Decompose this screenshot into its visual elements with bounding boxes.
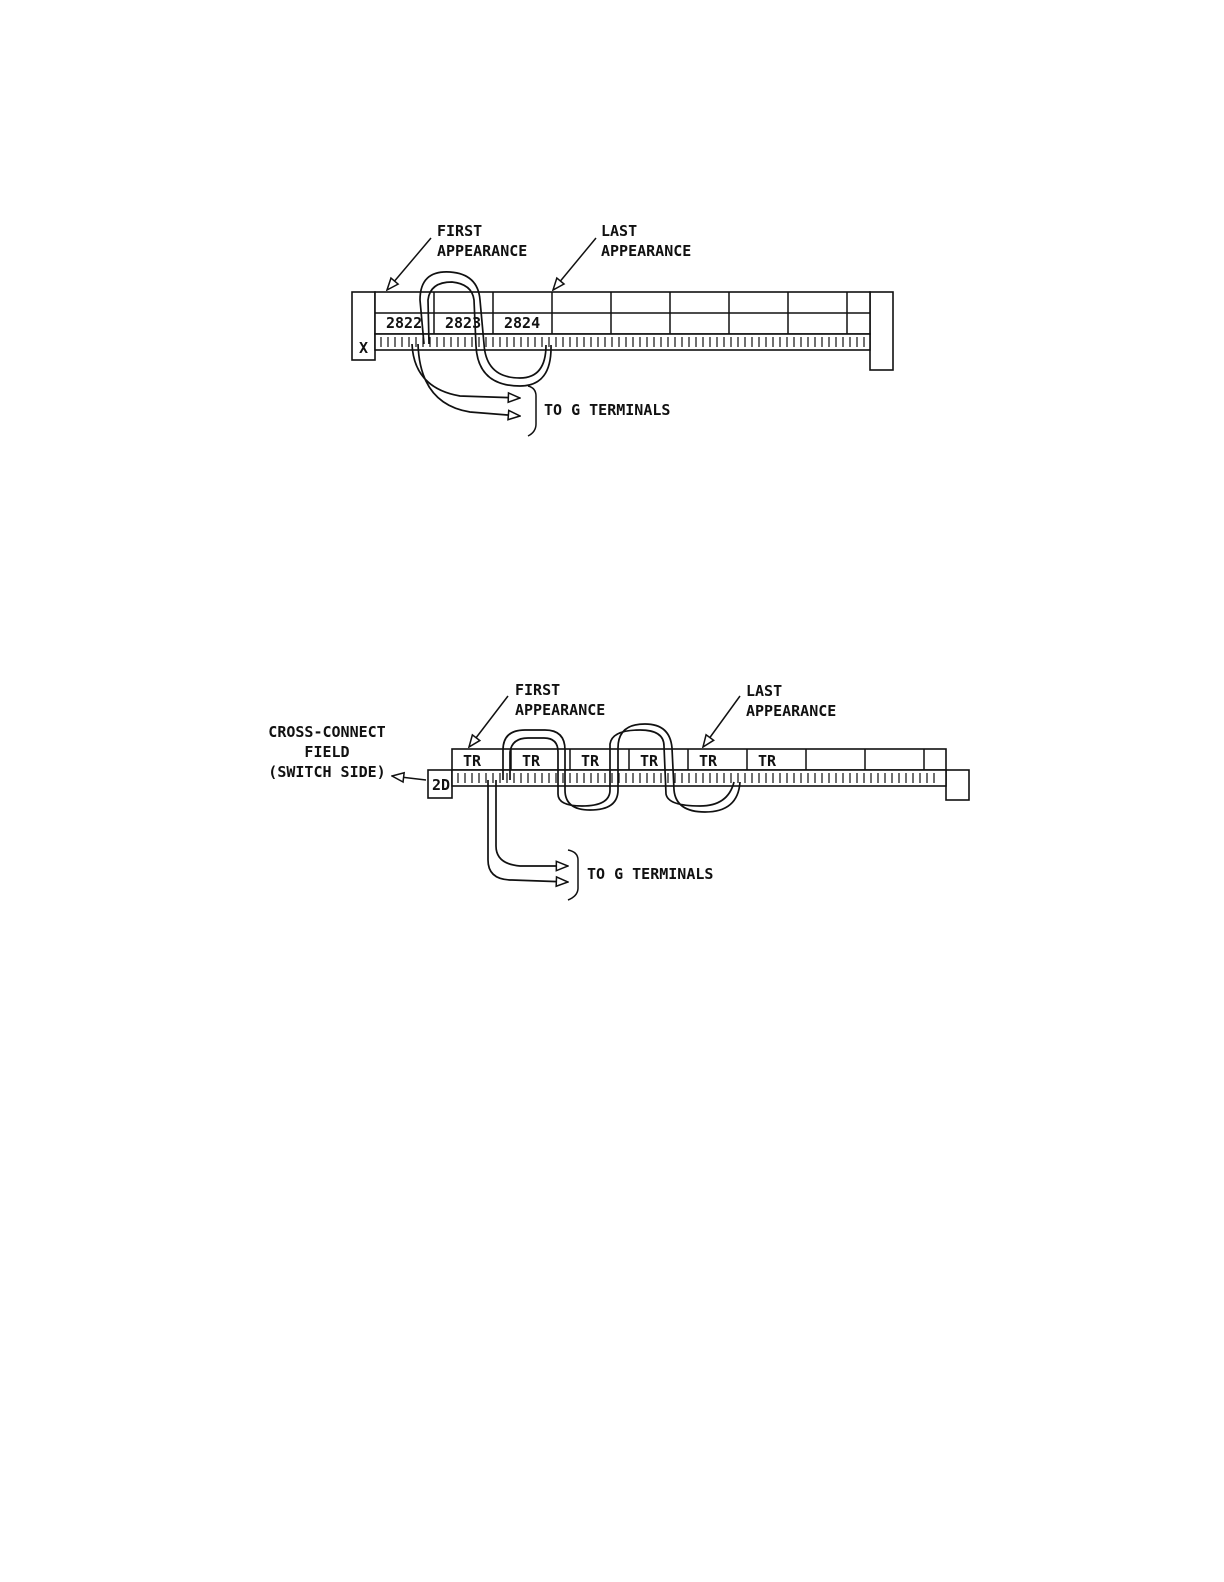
bottom-last-pointer-arrow [703,696,740,747]
cross-connect-label-line-2: FIELD [304,743,349,761]
top-brace [528,386,536,436]
bottom-cell-label-2: TR [581,752,600,770]
diagram-bottom: FIRST APPEARANCE LAST APPEARANCE CROSS-C… [268,681,969,900]
top-right-end-block [870,292,893,370]
bottom-right-end-block [946,770,969,800]
top-last-appearance-line-2: APPEARANCE [601,242,691,260]
top-first-appearance-line-2: APPEARANCE [437,242,527,260]
bottom-to-g-terminals-label: TO G TERMINALS [587,865,713,883]
bottom-cell-label-4: TR [699,752,718,770]
bottom-first-pointer-arrow [469,696,508,747]
bottom-last-appearance-line-1: LAST [746,682,782,700]
bottom-first-appearance-line-2: APPEARANCE [515,701,605,719]
bottom-first-appearance-line-1: FIRST [515,681,560,699]
top-first-appearance-line-1: FIRST [437,222,482,240]
top-lead-to-g-2 [418,344,520,416]
top-terminal-strip [375,334,870,350]
bottom-brace [568,850,578,900]
cross-connect-label-line-1: CROSS-CONNECT [268,723,385,741]
cross-connect-pointer-arrow [392,776,426,780]
top-last-appearance-line-1: LAST [601,222,637,240]
diagram-top: FIRST APPEARANCE LAST APPEARANCE 2822 282… [352,222,893,436]
top-lead-to-g-1 [412,344,520,398]
bottom-terminal-strip [452,770,946,786]
bottom-cell-label-0: TR [463,752,482,770]
bottom-cell-label-3: TR [640,752,659,770]
bottom-cell-label-5: TR [758,752,777,770]
bottom-last-appearance-line-2: APPEARANCE [746,702,836,720]
top-last-pointer-arrow [553,238,596,290]
cross-connect-label-line-3: (SWITCH SIDE) [268,763,385,781]
top-cell-label-2: 2824 [504,314,540,332]
top-row-end-label: X [359,339,368,357]
bottom-cell-label-1: TR [522,752,541,770]
bottom-row-end-label: 2D [432,776,450,794]
top-cell-label-0: 2822 [386,314,422,332]
top-to-g-terminals-label: TO G TERMINALS [544,401,670,419]
